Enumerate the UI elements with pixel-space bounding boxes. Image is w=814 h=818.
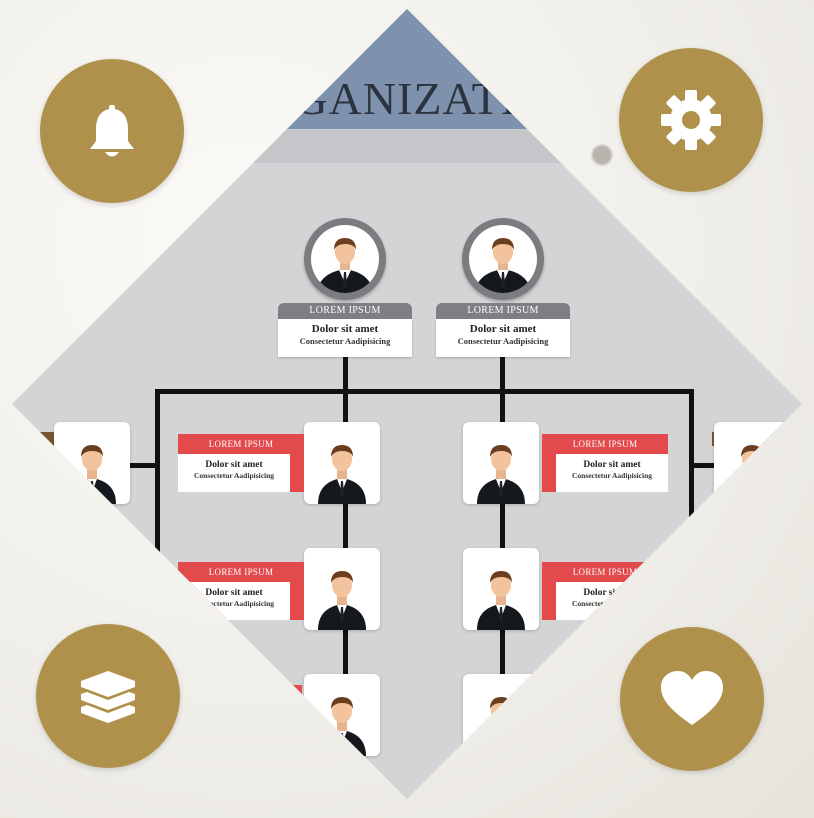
bell-icon: [90, 105, 134, 157]
label-line2: Consectetur Aadipisicing: [193, 599, 275, 608]
top-avatar-2: [462, 218, 544, 300]
label-line1: Dolor sit amet: [205, 460, 263, 470]
label-line1: Dolor sit amet: [583, 460, 641, 470]
person-card: [304, 548, 380, 630]
heart-icon: [661, 671, 723, 725]
label-line2: Consectetur Aadipisicing: [193, 471, 275, 480]
person-card: [304, 674, 380, 756]
label-line2: Consectetur Aadipisicing: [299, 336, 391, 346]
person-icon: [477, 571, 525, 630]
label-header: LOREM IPSUM: [208, 567, 274, 577]
person-icon: [728, 445, 776, 504]
person-card: [463, 674, 539, 756]
person-icon: [477, 445, 525, 504]
person-card: [54, 422, 130, 504]
connector-line: [155, 389, 694, 394]
label-line1: Dolor sit amet: [205, 588, 263, 598]
person-card: [463, 548, 539, 630]
connector-line: [500, 355, 505, 395]
connector-line: [692, 463, 717, 468]
settings-button[interactable]: [619, 48, 763, 192]
person-card: [714, 422, 790, 504]
label-header: LOREM IPSUM: [572, 439, 638, 449]
connector-line: [127, 463, 159, 468]
red-label-partial: [282, 685, 302, 715]
person-icon: [477, 697, 525, 756]
label-header: LOREM IPSUM: [436, 303, 570, 319]
label-header: LOREM IPSUM: [278, 303, 412, 319]
label-line1: Dolor sit amet: [311, 323, 379, 335]
label-header: LOREM IPSUM: [572, 567, 638, 577]
label-line2: Consectetur Aadipisicing: [571, 599, 653, 608]
connector-line: [343, 355, 348, 395]
person-card: [463, 422, 539, 504]
layers-icon: [81, 671, 135, 723]
label-line1: Dolor sit amet: [469, 323, 537, 335]
person-icon: [68, 445, 116, 504]
person-icon: [318, 445, 366, 504]
label-line1: Dolor sit amet: [583, 588, 641, 598]
gear-icon: [661, 90, 721, 150]
person-card: [304, 422, 380, 504]
decorative-dot: [592, 145, 612, 165]
label-line2: Consectetur Aadipisicing: [457, 336, 549, 346]
layers-button[interactable]: [36, 624, 180, 768]
red-label-partial: [540, 685, 560, 715]
favorite-button[interactable]: [620, 627, 764, 771]
person-icon: [475, 238, 531, 293]
person-icon: [318, 571, 366, 630]
top-avatar-1: [304, 218, 386, 300]
label-line2: Consectetur Aadipisicing: [571, 471, 653, 480]
label-header: LOREM IPSUM: [208, 439, 274, 449]
person-icon: [318, 697, 366, 756]
person-icon: [317, 238, 373, 293]
bell-button[interactable]: [40, 59, 184, 203]
